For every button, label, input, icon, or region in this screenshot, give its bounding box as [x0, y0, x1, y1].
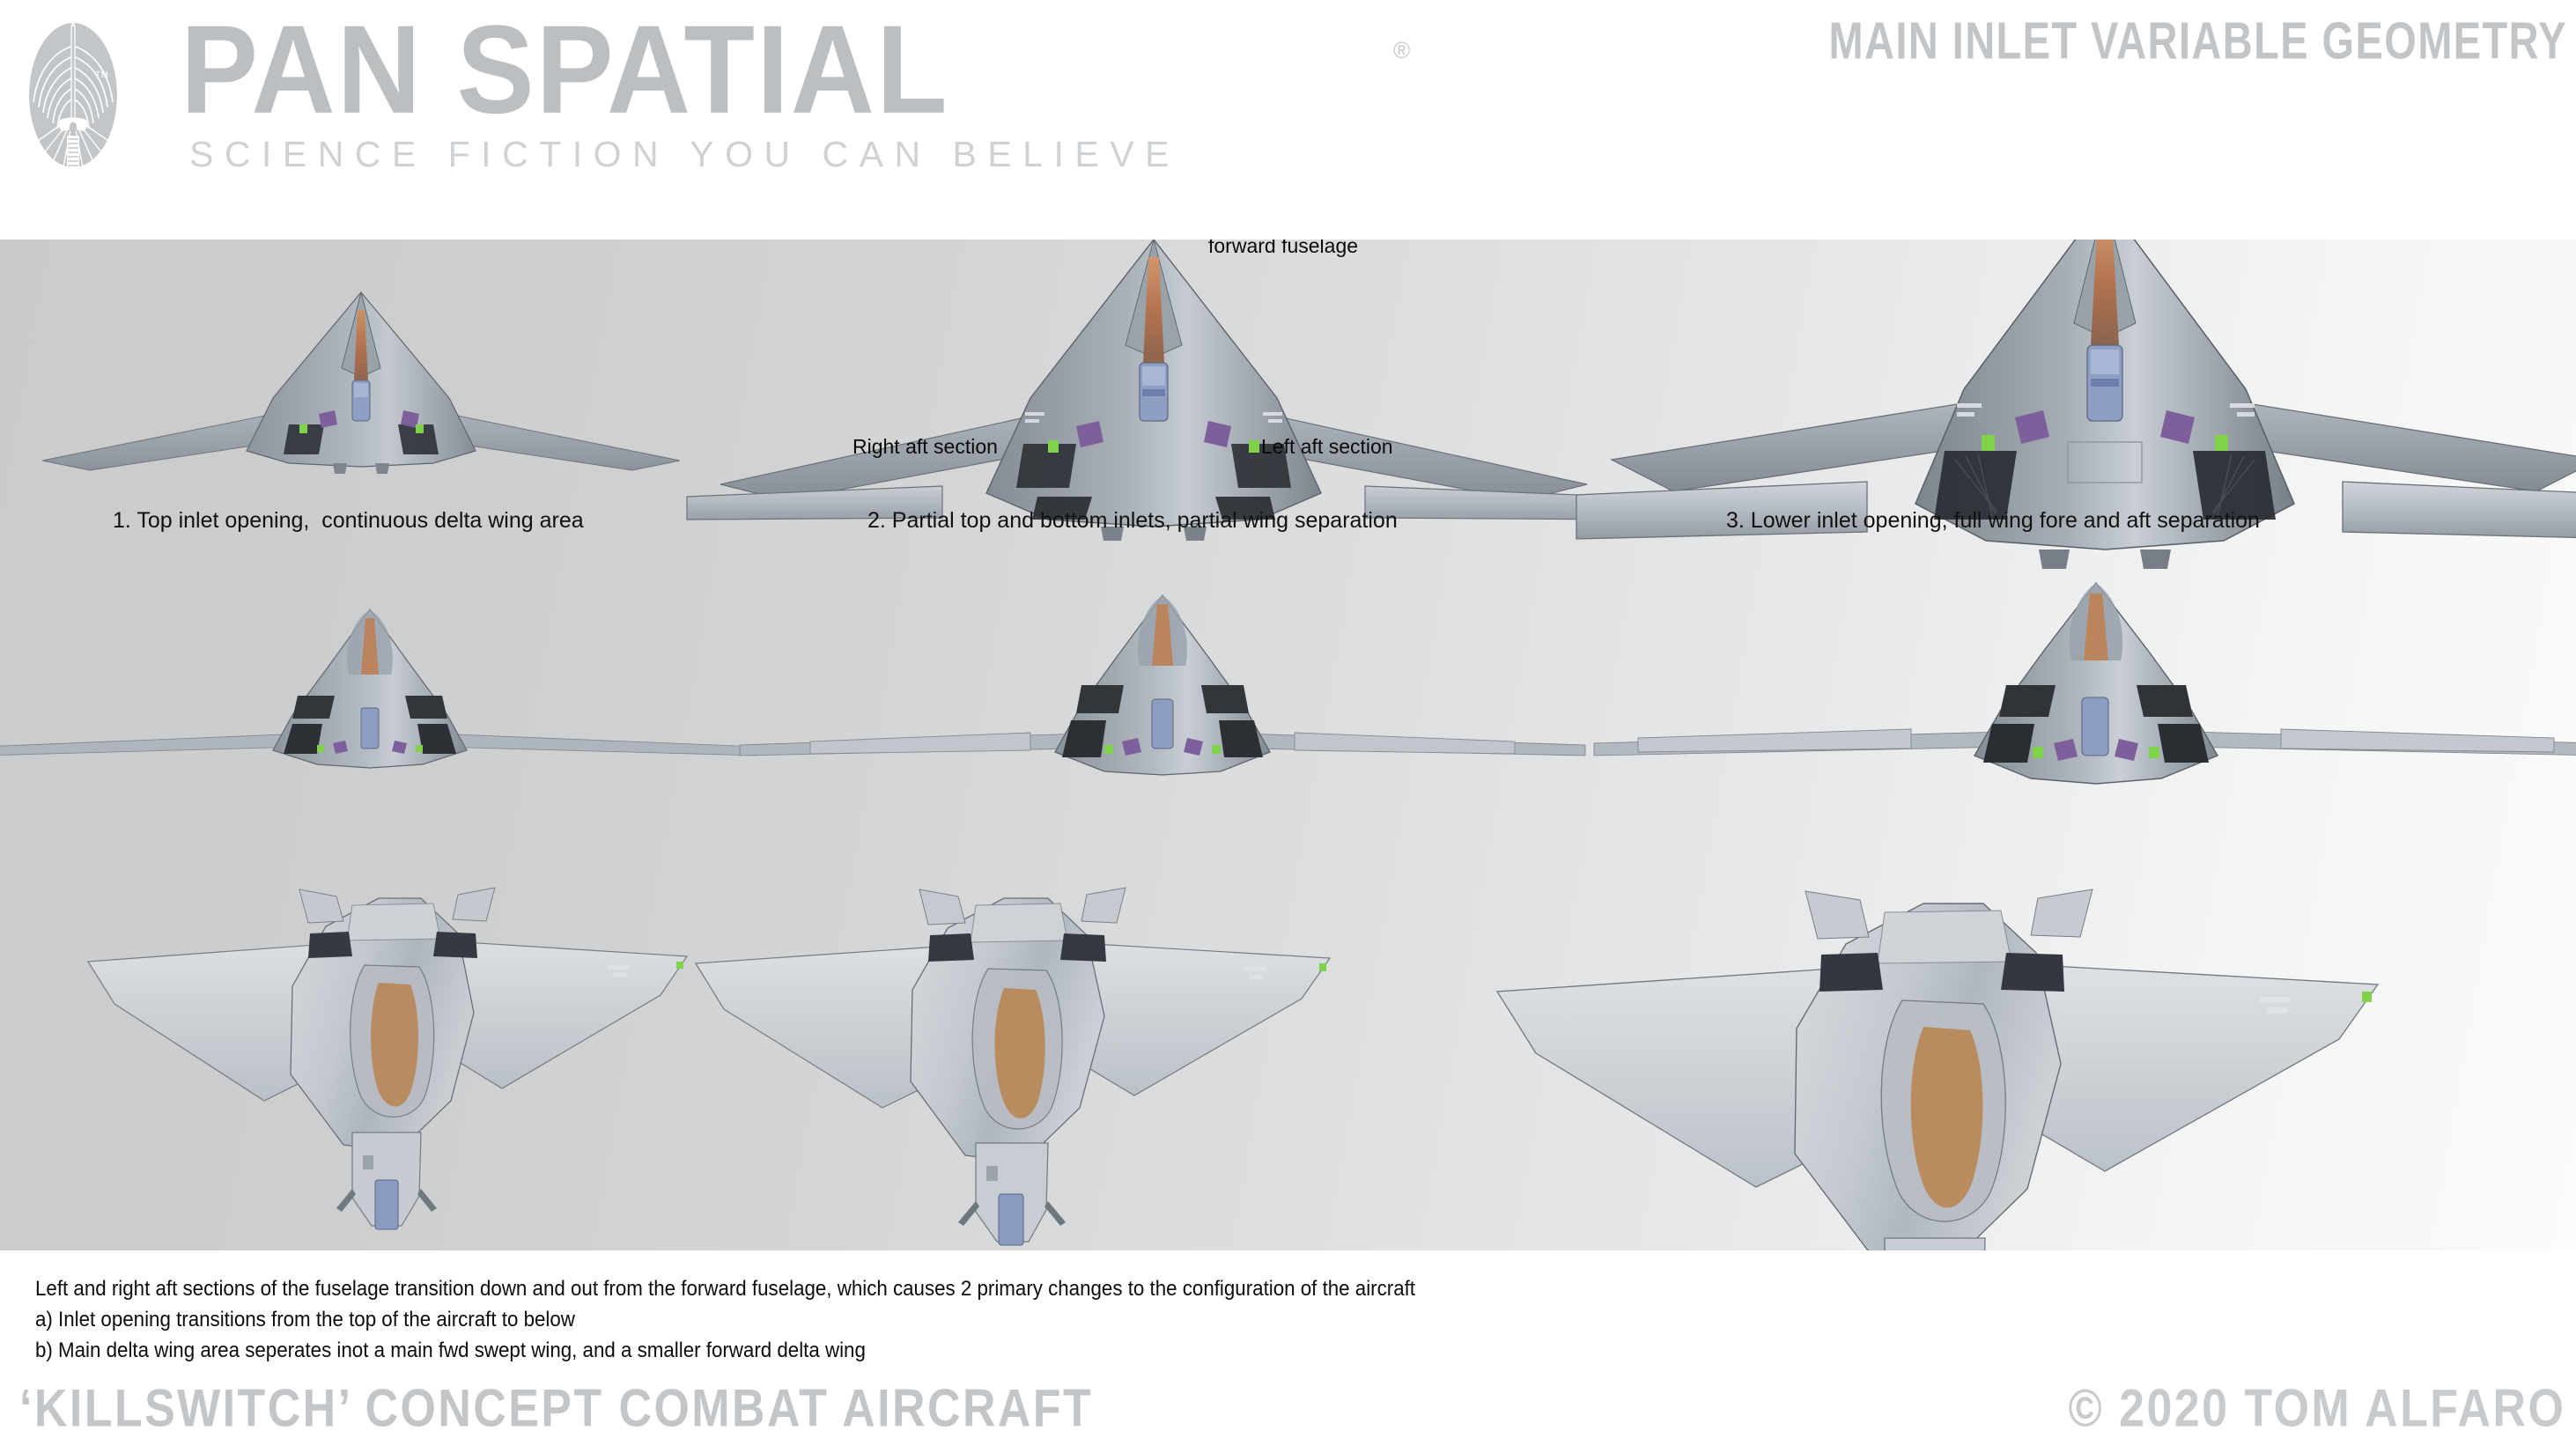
aircraft-config-3-rear-view [1576, 240, 2576, 636]
registered-trademark-icon: ® [1393, 37, 1411, 63]
copyright-credit: © 2020 TOM ALFARO [2068, 1379, 2565, 1439]
aircraft-config-2-front-view [731, 565, 1594, 847]
aircraft-config-2-rear-view [678, 240, 1629, 592]
aircraft-config-3-front-view [1585, 557, 2576, 856]
diagram-panel: forward fuselage Right aft section Left … [0, 240, 2576, 1250]
project-title: ‘KILLSWITCH’ CONCEPT COMBAT AIRCRAFT [19, 1379, 1094, 1439]
explanatory-notes: Left and right aft sections of the fusel… [35, 1273, 1415, 1366]
aircraft-config-2-three-quarter-view [694, 881, 1332, 1250]
caption-config-1: 1. Top inlet opening, continuous delta w… [113, 508, 584, 533]
aircraft-config-1-rear-view [9, 240, 713, 530]
caption-config-2: 2. Partial top and bottom inlets, partia… [867, 508, 1398, 533]
winged-sword-emblem-icon: TM [16, 11, 130, 176]
note-lead: Left and right aft sections of the fusel… [35, 1277, 1416, 1301]
page-title: MAIN INLET VARIABLE GEOMETRY [1828, 11, 2567, 70]
callout-forward-fuselage: forward fuselage [1208, 240, 1359, 257]
sheet-header: TM PAN SPATIAL ® SCIENCE FICTION YOU CAN… [0, 0, 2576, 240]
aircraft-config-1-front-view [0, 583, 775, 847]
callout-right-aft-section: Right aft section [853, 435, 998, 458]
note-item-b: b) Main delta wing area seperates inot a… [35, 1339, 866, 1362]
svg-text:TM: TM [95, 70, 108, 80]
caption-config-3: 3. Lower inlet opening, full wing fore a… [1726, 508, 2260, 533]
note-item-a: a) Inlet opening transitions from the to… [35, 1308, 575, 1331]
aircraft-config-3-three-quarter-view [1495, 881, 2380, 1250]
brand-wordmark: PAN SPATIAL [181, 0, 949, 140]
sheet-footer: ‘KILLSWITCH’ CONCEPT COMBAT AIRCRAFT © 2… [0, 1378, 2576, 1453]
aircraft-config-1-three-quarter-view [86, 881, 689, 1250]
brand-tagline: SCIENCE FICTION YOU CAN BELIEVE [189, 134, 1180, 174]
callout-left-aft-section: Left aft section [1261, 435, 1393, 458]
